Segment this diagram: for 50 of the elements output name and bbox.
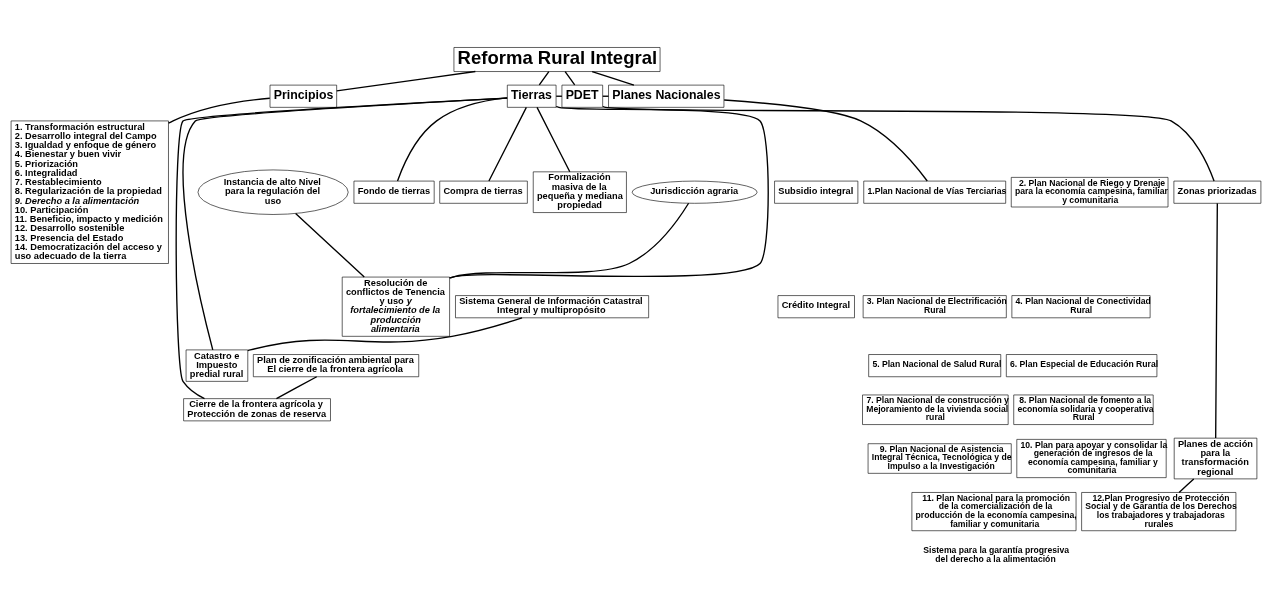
node-box: Cierre de la frontera agrícola y Protección de zonas de reserva — [183, 397, 331, 421]
connector — [448, 202, 690, 279]
connector — [591, 70, 635, 86]
node-box: 11. Plan Nacional para la promoción de la comercialización de la producción de la economía campesina, familiar y comunitaria — [911, 491, 1077, 531]
connector — [336, 70, 476, 92]
node-box: 1. Transformación estructural 2. Desarrollo integral del Campo 3. Igualdad y enfoque de género 4. Bienestar y buen vivir 5. Priorización 6. Integralidad 7. Restablecimiento 8. Regularización de la propiedad 9. Derecho a la alimentación 10. Participación 11. Beneficio, impacto y medición 12. Desarrollo sostenible 13. Presencia del Estado 14. Democratización del acceso y uso adecuado de la tierra — [10, 120, 169, 264]
connector — [247, 316, 523, 351]
node-box: Crédito Integral — [777, 294, 855, 318]
node-box: 4. Plan Nacional de Conectividad Rural — [1011, 294, 1151, 318]
node-box: Compra de tierras — [439, 180, 528, 204]
connector — [275, 375, 318, 399]
connector — [1215, 202, 1218, 439]
connector — [294, 212, 365, 278]
node-box: 5. Plan Nacional de Salud Rural — [868, 353, 1002, 377]
connector — [564, 70, 576, 86]
node-ellipse: Instancia de alto Nivel para la regulación del uso — [197, 169, 349, 215]
node-box: 1.Plan Nacional de Vías Terciarias — [863, 180, 1006, 204]
node-box: Tierras — [507, 84, 557, 108]
node-box: 3. Plan Nacional de Electrificación Rural — [862, 294, 1007, 318]
connector — [602, 105, 1215, 182]
node-box: Reforma Rural Integral — [453, 46, 661, 72]
node-box: Sistema General de Información Catastral Integral y multipropósito — [455, 294, 649, 318]
node-box: 7. Plan Nacional de construcción y Mejoramiento de la vivienda social rural — [862, 394, 1009, 425]
node-text: Sistema para la garantía progresiva del derecho a la alimentación — [923, 544, 1070, 564]
node-box: Principios — [269, 84, 337, 108]
connector — [488, 106, 528, 182]
node-box: 8. Plan Nacional de fomento a la economía solidaria y cooperativa Rural — [1013, 394, 1154, 425]
node-box: Formalización masiva de la pequeña y mediana propiedad — [532, 171, 627, 213]
node-box: Planes Nacionales — [608, 84, 725, 108]
node-box: Planes de acción para la transformación regional — [1173, 437, 1258, 479]
connector — [167, 97, 271, 124]
node-box: 9. Plan Nacional de Asistencia Integral Técnica, Tecnológica y de Impulso a la Investigación — [867, 442, 1012, 474]
node-box: Catastro e Impuesto predial rural — [185, 349, 249, 382]
connector — [723, 98, 928, 182]
connector — [1178, 477, 1195, 493]
node-box: Subsidio integral — [774, 180, 859, 204]
node-box: Resolución de conflictos de Tenencia y uso y fortalecimiento de la producción alimentaria — [341, 276, 450, 337]
node-box: PDET — [561, 84, 603, 108]
node-ellipse: Jurisdicción agraria — [631, 180, 758, 204]
node-box: 12.Plan Progresivo de Protección Social y de Garantía de los Derechos los trabajadores y trabajadoras rurales — [1081, 491, 1237, 531]
node-box: Fondo de tierras — [353, 180, 435, 204]
node-box: 6. Plan Especial de Educación Rural — [1006, 353, 1158, 377]
node-box: Plan de zonificación ambiental para El cierre de la frontera agrícola — [253, 353, 420, 377]
connector — [538, 70, 550, 86]
node-box: 2. Plan Nacional de Riego y Drenaje para la economía campesina, familiar y comunitaria — [1010, 176, 1169, 207]
node-box: Zonas priorizadas — [1173, 180, 1262, 204]
node-box: 10. Plan para apoyar y consolidar la generación de ingresos de la economía campesina, familiar y comunitaria — [1016, 438, 1167, 478]
connector — [175, 96, 508, 399]
connector — [448, 105, 769, 279]
connector — [536, 106, 571, 172]
